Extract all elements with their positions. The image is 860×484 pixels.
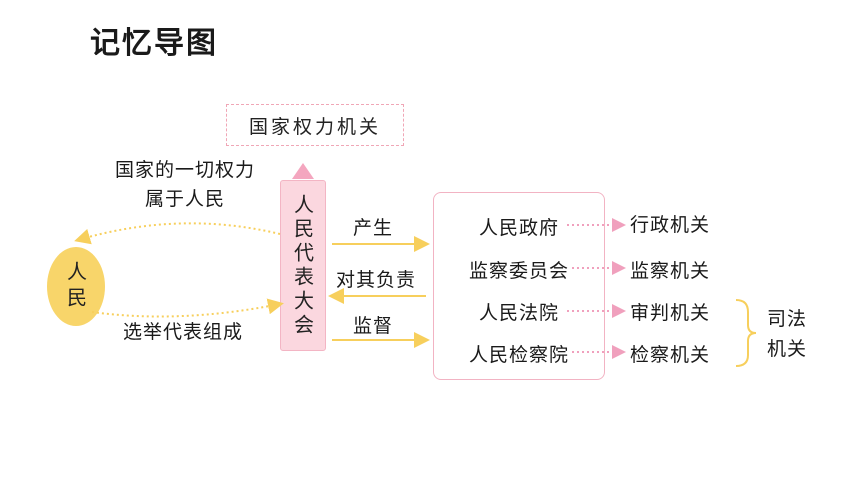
judicial-label-line-1: 司法 [766, 308, 807, 330]
power-belongs-arrow [74, 222, 281, 245]
elect-deputies-note: 选举代表组成 [122, 321, 243, 343]
all-power-note-line-1: 国家的一切权力 [114, 159, 255, 181]
function-supervisory: 监察机关 [630, 260, 711, 282]
state-organs-box [433, 192, 605, 380]
judicial-organs-label: 司法 机关 [764, 304, 810, 364]
organ-supervisory-commission: 监察委员会 [468, 260, 569, 282]
produce-label: 产生 [353, 217, 394, 239]
people-circle: 人民 [47, 247, 105, 326]
all-power-note-line-2: 属于人民 [144, 188, 225, 210]
organ-procuratorate: 人民检察院 [468, 344, 569, 366]
state-power-organ-box: 国家权力机关 [226, 104, 404, 146]
all-power-note: 国家的一切权力 属于人民 [100, 156, 270, 214]
page-title: 记忆导图 [90, 26, 218, 61]
responsible-label: 对其负责 [336, 269, 417, 291]
organ-court: 人民法院 [478, 302, 559, 324]
function-judicial-trial: 审判机关 [630, 302, 711, 324]
organ-government: 人民政府 [478, 217, 559, 239]
judicial-brace [735, 299, 757, 367]
supervise-label: 监督 [353, 315, 394, 337]
up-triangle-icon [292, 163, 314, 179]
judicial-label-line-2: 机关 [766, 338, 807, 360]
function-procuratorial: 检察机关 [630, 344, 711, 366]
elect-arrow [91, 298, 284, 318]
peoples-congress-box: 人民代表大会 [280, 180, 326, 351]
function-administrative: 行政机关 [630, 214, 711, 236]
